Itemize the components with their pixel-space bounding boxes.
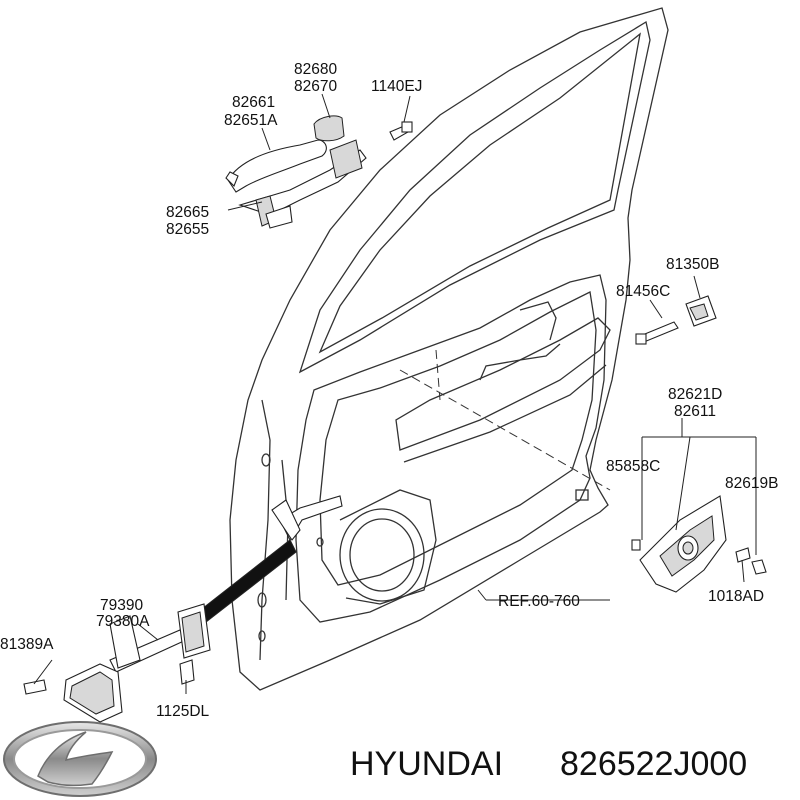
door-check-assembly bbox=[23, 603, 211, 723]
label-82670: 82670 bbox=[294, 78, 337, 95]
label-79390: 79390 bbox=[100, 597, 143, 614]
leader-lines bbox=[33, 93, 757, 694]
door-check-pointer bbox=[197, 539, 297, 623]
part-labels: 82680 82670 1140EJ 82661 82651A 82665 82… bbox=[0, 61, 778, 720]
label-81389A: 81389A bbox=[0, 636, 54, 653]
door-assembly bbox=[229, 7, 669, 691]
label-82621D: 82621D bbox=[668, 386, 722, 403]
brand-name: HYUNDAI bbox=[350, 745, 503, 783]
label-79380A: 79380A bbox=[96, 613, 150, 630]
label-82651A: 82651A bbox=[224, 112, 278, 129]
label-81456C: 81456C bbox=[616, 283, 670, 300]
label-1018AD: 1018AD bbox=[708, 588, 764, 605]
label-82655: 82655 bbox=[166, 221, 209, 238]
ref-dash-line-trim bbox=[399, 369, 611, 491]
label-82619B: 82619B bbox=[725, 475, 778, 492]
label-82611: 82611 bbox=[674, 403, 716, 420]
label-82665: 82665 bbox=[166, 204, 209, 221]
label-85858C: 85858C bbox=[606, 458, 660, 475]
label-1140EJ: 1140EJ bbox=[371, 78, 422, 95]
label-ref: REF.60-760 bbox=[498, 593, 580, 610]
hyundai-logo-icon bbox=[3, 721, 157, 797]
ref-dash-line-handle bbox=[435, 349, 441, 401]
outside-handle-assembly bbox=[225, 115, 413, 229]
label-81350B: 81350B bbox=[666, 256, 719, 273]
label-82661: 82661 bbox=[232, 94, 275, 111]
striker-assembly bbox=[635, 295, 717, 345]
label-82680: 82680 bbox=[294, 61, 337, 78]
label-1125DL: 1125DL bbox=[156, 703, 210, 720]
part-number: 826522J000 bbox=[560, 745, 747, 783]
inside-handle-assembly bbox=[631, 495, 767, 593]
